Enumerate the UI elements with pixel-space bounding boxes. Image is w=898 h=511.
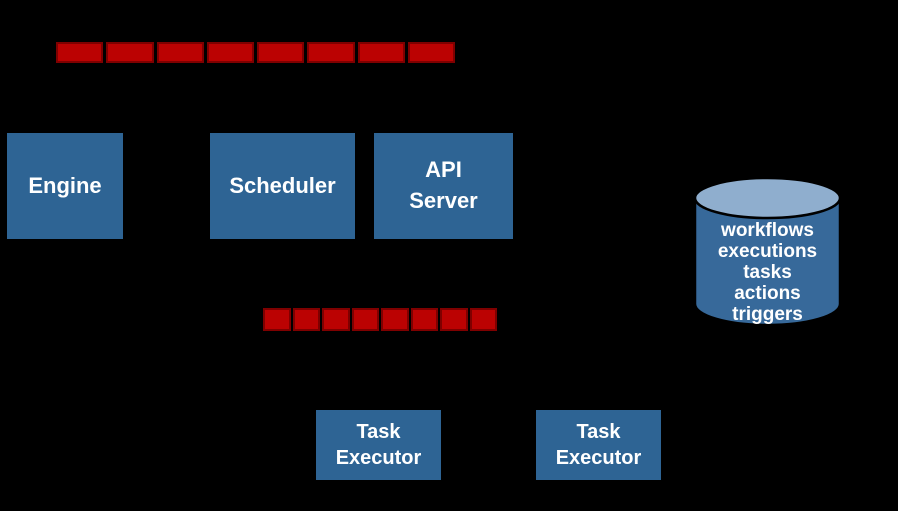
database-cylinder-icon [693, 176, 842, 327]
queue-segment [292, 308, 320, 331]
datastore-item-label: executions [717, 241, 818, 262]
queue-segment [357, 42, 405, 63]
queue-segment [56, 42, 104, 63]
node-engine-label: Engine [28, 173, 102, 198]
queue-segment [106, 42, 154, 63]
node-scheduler: Scheduler [210, 133, 355, 239]
node-task-executor-1: Task Executor [316, 410, 441, 480]
queue-segment [263, 308, 291, 331]
queue-segment [307, 42, 355, 63]
node-task-executor-1-label: Task Executor [335, 421, 422, 469]
message-queue-middle [263, 308, 497, 331]
datastore-item-label: workflows [721, 220, 814, 241]
node-engine: Engine [7, 133, 123, 239]
node-api-server: API Server [374, 133, 513, 239]
datastore-cylinder: workflows executions tasks actions trigg… [692, 176, 843, 328]
queue-segment [469, 308, 497, 331]
message-queue-top [56, 42, 455, 63]
datastore-item-list: workflows executions tasks actions trigg… [692, 220, 843, 325]
queue-segment [351, 308, 379, 331]
datastore-item-label: tasks [743, 262, 792, 283]
node-task-executor-2-label: Task Executor [555, 421, 642, 469]
queue-segment [440, 308, 468, 331]
node-api-server-label: API Server [409, 157, 478, 213]
queue-segment [410, 308, 438, 331]
queue-segment [322, 308, 350, 331]
queue-segment [381, 308, 409, 331]
queue-segment [206, 42, 254, 63]
datastore-item-label: triggers [732, 304, 803, 325]
queue-segment [407, 42, 455, 63]
queue-segment [257, 42, 305, 63]
datastore-item-label: actions [734, 283, 801, 304]
queue-segment [156, 42, 204, 63]
node-scheduler-label: Scheduler [229, 173, 336, 198]
node-task-executor-2: Task Executor [536, 410, 661, 480]
